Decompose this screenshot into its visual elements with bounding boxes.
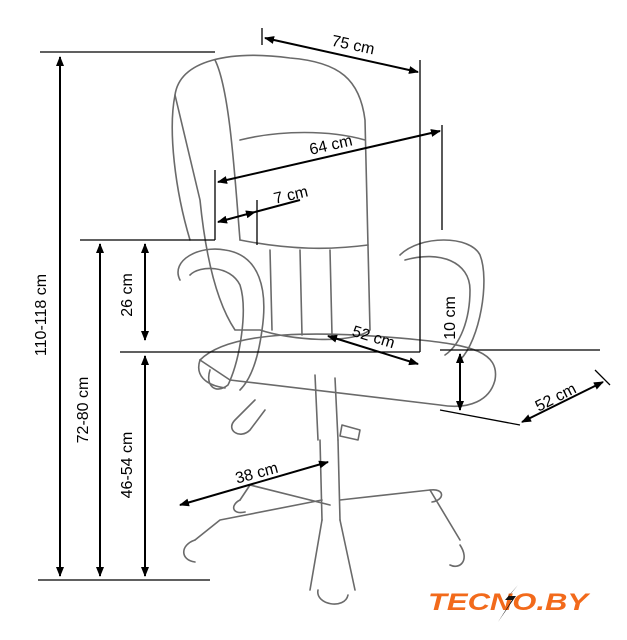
seat-depth-label: 52 cm xyxy=(533,381,580,416)
seat-width-label: 52 cm xyxy=(350,323,397,352)
armrest-width-leader xyxy=(254,199,301,213)
backrest-width-label: 64 cm xyxy=(308,132,354,158)
total-height-label: 110-118 cm xyxy=(33,274,50,356)
armrest-above-seat-label: 26 cm xyxy=(119,273,136,317)
seat-thickness-label: 10 cm xyxy=(442,296,459,340)
seat-height-label: 46-54 cm xyxy=(119,432,136,499)
seat-width-arrow xyxy=(327,334,419,366)
overall-width-arrow xyxy=(264,36,419,74)
armrest-height-label: 72-80 cm xyxy=(75,377,92,444)
base-radius-arrow xyxy=(179,460,329,507)
tecno-by-logo: TECNO.BY xyxy=(428,585,591,622)
extension-lines xyxy=(38,28,611,581)
logo-text: TECNO.BY xyxy=(428,589,591,616)
seat-depth-arrow xyxy=(521,381,604,423)
armrest-width-arrow xyxy=(217,210,256,224)
dimension-arrows xyxy=(56,36,604,577)
backrest-width-arrow xyxy=(217,129,441,184)
chair-outline xyxy=(171,54,497,605)
armrest-width-label: 7 cm xyxy=(272,183,310,207)
